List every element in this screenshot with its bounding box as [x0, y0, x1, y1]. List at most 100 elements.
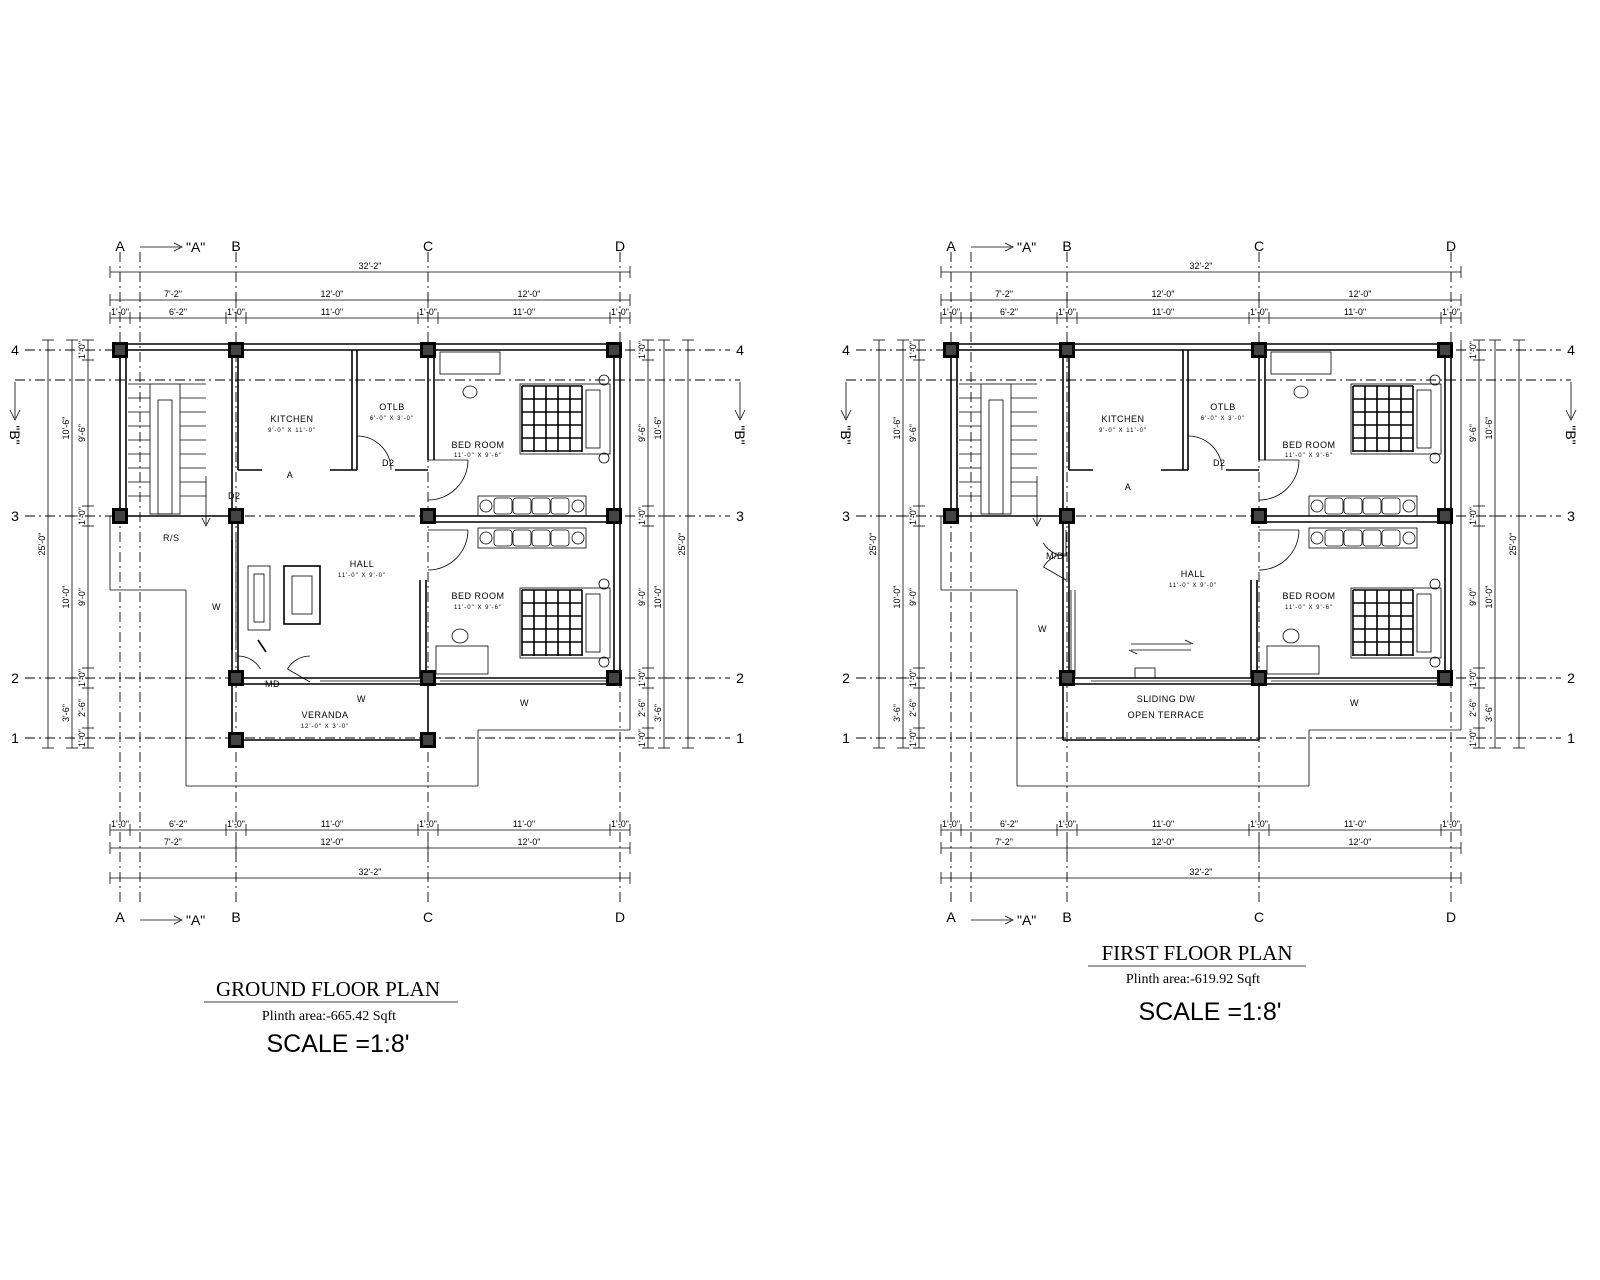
grid-row-label-right: 1 — [1567, 730, 1575, 746]
section-arrow-head — [840, 409, 852, 421]
dim-label: 1'-0" — [111, 307, 129, 317]
main-door-label: M/D — [1046, 551, 1064, 561]
main-door-right-leaf — [287, 668, 311, 683]
dim-label: 9'-0" — [1468, 588, 1478, 606]
cabinet-1-seat — [1343, 497, 1363, 515]
dim-label: 6'-2" — [169, 307, 187, 317]
grid-col-label-bottom: A — [946, 909, 956, 925]
cabinet-1-seat — [550, 497, 570, 515]
dim-label: 11'-0" — [321, 819, 343, 829]
dim-label: 7'-2" — [995, 289, 1013, 299]
column-core — [1440, 345, 1450, 355]
cabinet-2-arm — [1402, 531, 1416, 545]
column-core — [609, 345, 619, 355]
bed-2-lamp — [598, 656, 610, 668]
column-core — [1062, 673, 1072, 683]
plinth-area: Plinth area:-665.42 Sqft — [262, 1009, 396, 1024]
dim-label: 1'-0" — [77, 729, 87, 747]
otlb-label: OTLB — [379, 402, 405, 412]
cabinet-2-seat — [1343, 529, 1363, 547]
hall-label: HALL — [1181, 569, 1206, 579]
section-label-bottom: "A" — [186, 912, 205, 928]
grid-col-label-top: D — [615, 238, 625, 254]
door-d2-kitchen: D2 — [382, 458, 395, 468]
bed-2-frame — [519, 587, 611, 659]
wardrobe-1 — [1270, 351, 1332, 375]
bed-1-lamp — [598, 452, 610, 464]
column-core — [423, 345, 433, 355]
dim-label: 10'-6" — [1484, 417, 1494, 440]
dim-label: 11'-0" — [513, 307, 535, 317]
dim-label: 1'-0" — [1058, 819, 1076, 829]
cabinet-1-arm — [479, 499, 493, 513]
section-arrow-head — [1004, 242, 1014, 252]
dim-label: 2'-6" — [637, 699, 647, 717]
window-veranda: W — [357, 694, 366, 704]
dim-label: 9'-6" — [1468, 424, 1478, 442]
column-core — [1254, 673, 1264, 683]
dim-label: 6'-2" — [169, 819, 187, 829]
section-arrow-head — [173, 242, 183, 252]
bedroom-2-size: 11'-0" X 9'-6" — [454, 605, 502, 611]
dim-label: 10'-0" — [61, 586, 71, 609]
cabinet-2-seat — [493, 529, 513, 547]
marker-a: A — [1125, 482, 1132, 492]
bedroom-2-label: BED ROOM — [451, 591, 504, 601]
dim-label: 12'-0" — [518, 837, 541, 847]
grid-row-label-right: 3 — [1567, 508, 1575, 524]
door-d2-stair: D2 — [228, 491, 241, 501]
dim-label: 25'-0" — [868, 533, 878, 556]
window-bedroom: W — [1350, 698, 1359, 708]
dim-label: 6'-2" — [1000, 819, 1018, 829]
dim-label: 9'-6" — [637, 424, 647, 442]
grid-row-label-left: 2 — [11, 670, 19, 686]
dim-label: 1'-0" — [1442, 307, 1460, 317]
cabinet-1-arm — [1310, 499, 1324, 513]
dim-label: 9'-0" — [637, 588, 647, 606]
desk-2 — [1266, 645, 1320, 675]
grid-col-label-bottom: A — [115, 909, 125, 925]
kitchen-size: 9'-0" X 11'-0" — [1099, 428, 1147, 434]
dim-label: 10'-0" — [892, 586, 902, 609]
cabinet-2-seat — [531, 529, 551, 547]
bed-1-frame — [519, 383, 611, 455]
chair-2 — [1282, 628, 1300, 644]
cabinet-1-seat — [512, 497, 532, 515]
dim-label: 1'-0" — [637, 341, 647, 359]
cabinet-1-seat — [531, 497, 551, 515]
column-core — [946, 345, 956, 355]
cabinet-2-seat — [1362, 529, 1382, 547]
dim-label: 1'-0" — [908, 729, 918, 747]
dim-label: 1'-0" — [1468, 507, 1478, 525]
column-core — [1254, 345, 1264, 355]
dim-label: 1'-0" — [908, 507, 918, 525]
dim-label: 2'-6" — [77, 699, 87, 717]
plinth-area: Plinth area:-619.92 Sqft — [1126, 972, 1260, 987]
bedroom-2-label: BED ROOM — [1282, 591, 1335, 601]
plan-title: FIRST FLOOR PLAN — [1102, 941, 1293, 965]
grid-col-label-bottom: C — [423, 909, 433, 925]
cabinet-1-seat — [1324, 497, 1344, 515]
grid-col-label-bottom: C — [1254, 909, 1264, 925]
dim-label: 1'-0" — [1468, 341, 1478, 359]
dim-label: 1'-0" — [637, 507, 647, 525]
grid-row-label-left: 1 — [11, 730, 19, 746]
cabinet-2-frame — [1308, 527, 1418, 549]
grid-col-label-top: B — [231, 238, 240, 254]
column-core — [423, 735, 433, 745]
window-hall-left: W — [212, 602, 221, 612]
dimension-lines: 32'-2"7'-2"12'-0"12'-0"1'-0"6'-2"1'-0"11… — [37, 261, 694, 884]
grid-col-label-top: C — [423, 238, 433, 254]
section-label-right: "B" — [1563, 425, 1579, 444]
cabinet-2-arm — [479, 531, 493, 545]
dim-label: 10'-6" — [61, 417, 71, 440]
grid-col-label-top: B — [1062, 238, 1071, 254]
column-core — [1062, 345, 1072, 355]
bed-2-lamp — [1429, 656, 1441, 668]
grid-row-label-right: 4 — [736, 342, 744, 358]
main-door-lower-swing — [1043, 553, 1067, 568]
dim-label: 12'-0" — [1349, 289, 1372, 299]
door-bed1-swing — [427, 459, 469, 501]
dim-label: 3'-6" — [653, 704, 663, 722]
